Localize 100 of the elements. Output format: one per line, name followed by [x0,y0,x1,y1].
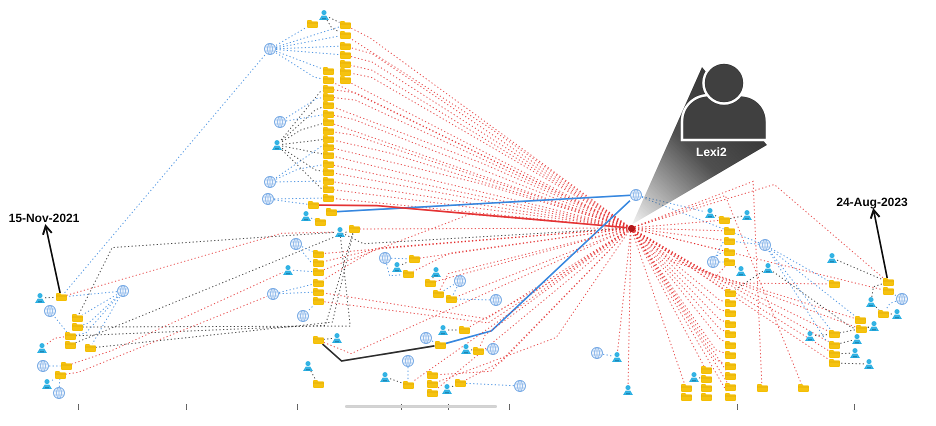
dotted-connector [634,194,802,384]
folder-icon [322,143,334,151]
dotted-connector [66,291,118,297]
dotted-connector [310,370,316,380]
person-icon [272,140,282,150]
dotted-connector [46,336,65,345]
folder-icon [64,332,76,340]
globe-icon [262,193,274,205]
folder-icon [724,289,736,297]
dotted-connector [282,106,323,141]
folder-icon [402,270,414,278]
dotted-connector [310,218,315,220]
folder-icon [322,118,334,126]
person-icon [319,10,329,20]
dotted-connector [276,50,323,70]
dotted-connector [308,304,314,310]
folder-icon [724,248,734,256]
folder-icon [308,201,318,209]
dotted-connector [839,352,850,354]
dotted-connector [326,20,340,33]
person-icon [892,309,902,319]
person-icon [37,343,47,353]
folder-icon [724,237,734,245]
globe-icon [487,343,499,355]
globe-icon [117,285,129,297]
folder-icon [724,393,736,401]
dotted-connector [432,276,434,280]
date-label: 15-Nov-2021 [4,210,84,226]
dotted-connector [432,340,435,343]
dotted-connector [714,215,719,218]
dotted-connector [276,52,323,80]
dotted-connector [276,164,323,180]
folder-icon [348,225,360,233]
person-icon [805,331,815,341]
folder-icon [724,227,734,235]
folder-icon [724,383,736,391]
globe-icon [591,347,603,359]
folder-icon [882,287,894,295]
dotted-connector [452,385,455,388]
person-icon [864,359,874,369]
dotted-connector [328,16,340,23]
folder-icon [700,393,712,401]
globe-icon [896,293,908,305]
globe-icon [267,288,279,300]
dotted-connector [839,362,864,364]
dotted-connector [71,272,284,365]
dotted-connector [278,292,313,294]
dotted-connector [729,216,742,220]
folder-icon [434,341,446,349]
dotted-connector [634,228,883,290]
folder-icon [426,371,438,379]
folder-icon [322,76,334,84]
dotted-connector [632,231,686,384]
connector-line [336,194,630,213]
dotted-connector [276,146,323,178]
dotted-connector [292,270,313,272]
person-icon [612,352,622,362]
user-name: Lexi2 [696,145,727,160]
person-icon [438,325,448,335]
dotted-connector [465,382,514,386]
folder-icon [828,350,840,358]
folder-icon [426,389,438,397]
folder-icon [322,185,334,193]
folder-icon [402,381,414,389]
arrow [42,225,61,294]
folder-icon [878,310,888,318]
dotted-connector [64,54,266,294]
dotted-connector [735,270,764,290]
folder-icon [340,42,350,50]
dotted-connector [456,298,490,300]
dotted-connector [276,46,340,50]
folder-icon [322,127,334,135]
dotted-connector [893,294,896,296]
person-icon [35,293,45,303]
folder-icon [724,299,736,307]
connector-line [318,204,628,229]
dotted-connector [276,26,340,48]
dotted-connector [282,123,323,142]
person-icon [442,384,452,394]
dotted-connector [440,228,628,290]
globe-icon [44,305,56,317]
person-icon [461,344,471,354]
dotted-connector [276,36,340,48]
folder-icon [724,351,736,359]
folder-icon [322,85,334,93]
globe-icon [490,294,502,306]
dotted-connector [276,180,323,182]
folder-icon [314,218,326,226]
folder-icon [798,384,808,392]
folder-icon [854,316,866,324]
folder-icon [322,160,334,168]
person-icon [705,208,715,218]
dotted-connector [602,354,612,356]
dotted-connector [632,231,704,366]
dotted-connector [866,326,870,328]
folder-icon [340,51,350,59]
folder-icon [724,372,736,380]
folder-icon [322,110,334,118]
globe-icon [290,238,302,250]
person-icon [763,263,773,273]
